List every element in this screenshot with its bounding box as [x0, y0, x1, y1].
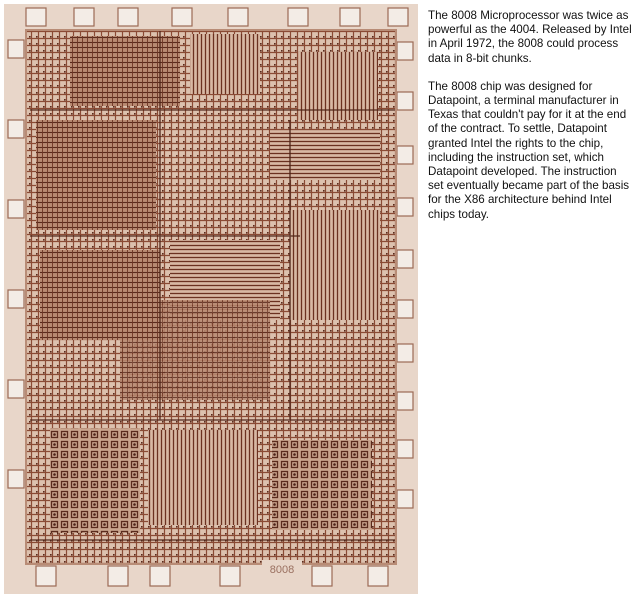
die-circuitry: [25, 29, 397, 565]
bond-pads-top: [25, 7, 409, 27]
register-columns: [148, 430, 258, 525]
caption-text: The 8008 Microprocessor was twice as pow…: [428, 9, 632, 236]
die-marking-text: 8008: [270, 564, 294, 576]
memory-array-right: [272, 440, 372, 530]
caption-paragraph-2: The 8008 chip was designed for Datapoint…: [428, 79, 630, 221]
bond-pads-bottom: [35, 565, 389, 587]
die-marking-8008: 8008: [262, 560, 302, 576]
chip-die-photo: 8008: [4, 4, 418, 594]
memory-array-left: [50, 428, 140, 533]
bond-pads-right: [396, 41, 414, 509]
caption-paragraph-1: The 8008 Microprocessor was twice as pow…: [428, 9, 632, 65]
bond-pads-left: [7, 39, 25, 489]
